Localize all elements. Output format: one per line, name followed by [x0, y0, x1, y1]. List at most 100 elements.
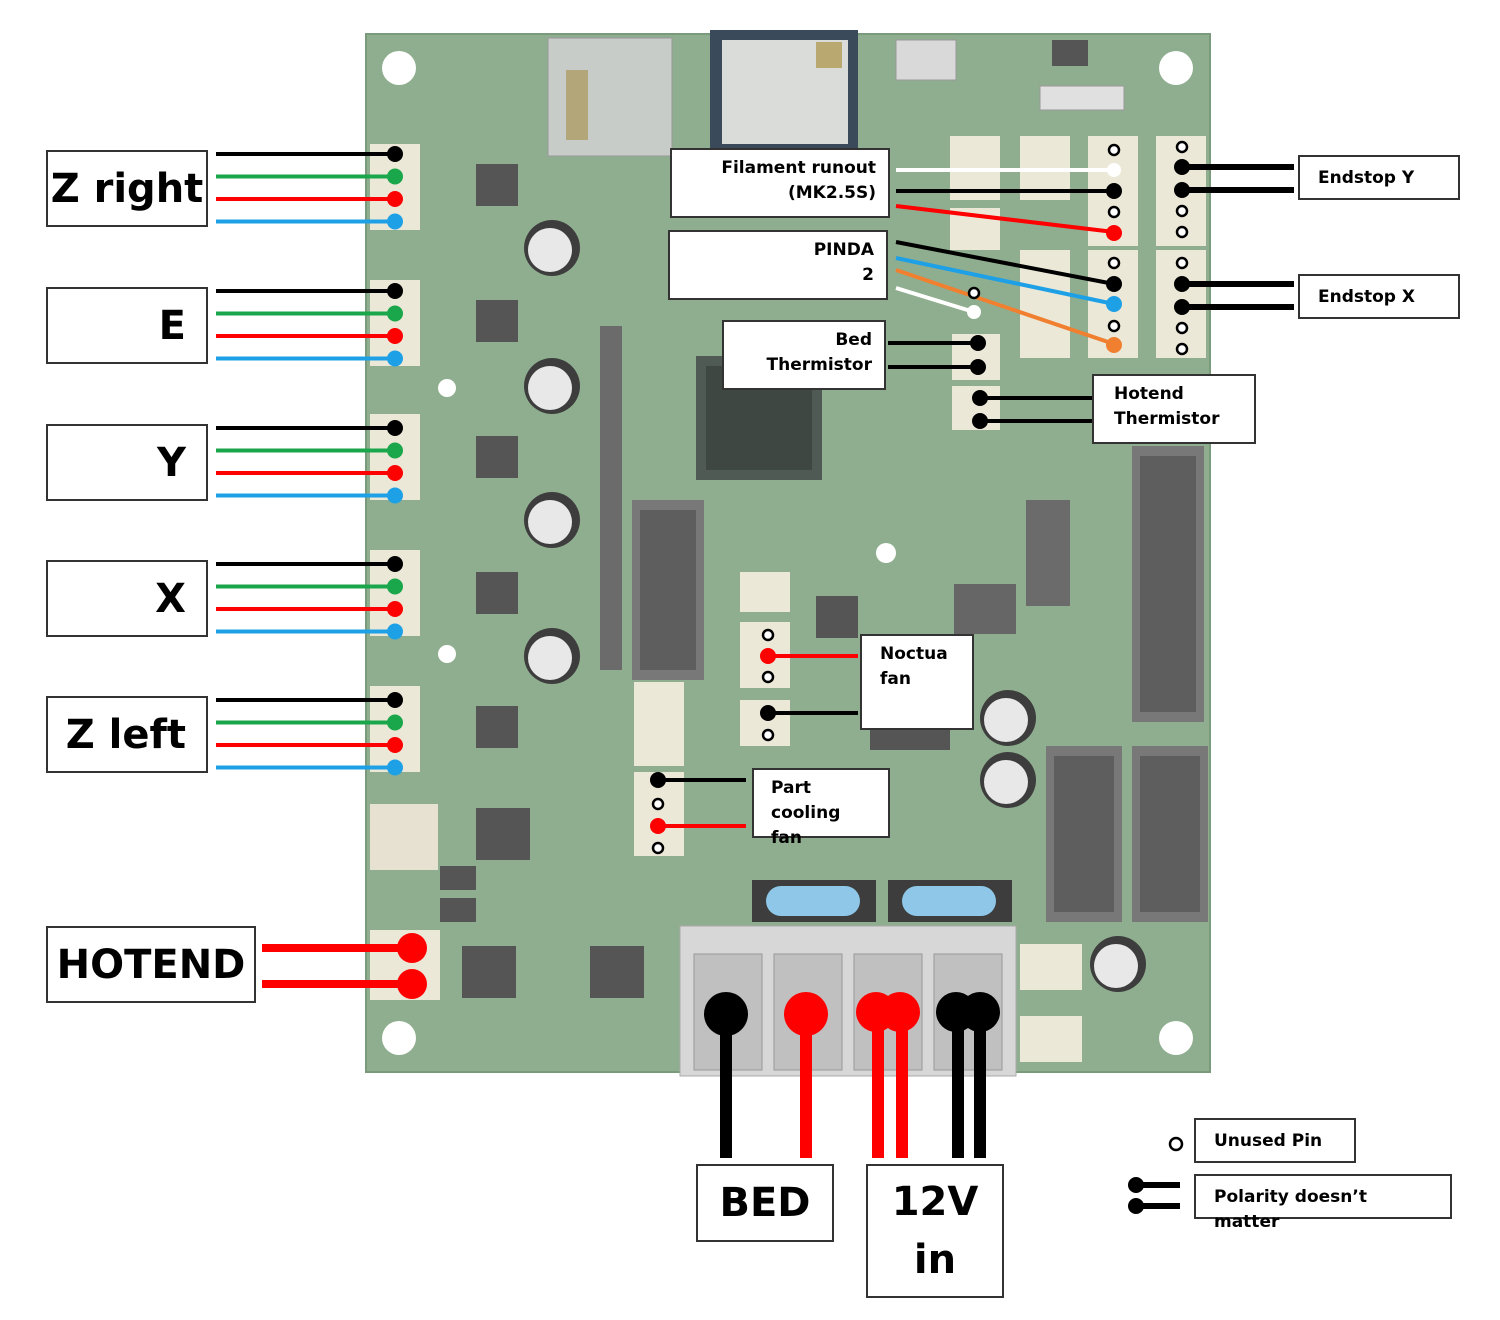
pinda-pin [1106, 337, 1122, 353]
mount-hole [382, 1021, 416, 1055]
label-bed-thermistor: Bed Thermistor [722, 320, 886, 390]
endstop-x-text: Endstop X [1318, 287, 1416, 307]
hotend-thermistor-line2: Thermistor [1114, 409, 1220, 429]
pin-header [600, 326, 622, 670]
unused-pin [1175, 204, 1189, 218]
unused-pin [1175, 256, 1189, 270]
legend-symbols [1128, 1136, 1184, 1214]
label-endstop-x: Endstop X [1298, 274, 1460, 319]
unused-pin [761, 670, 775, 684]
motor-pin [387, 578, 403, 595]
unused-pin [651, 797, 665, 811]
label-12v-in: 12V in [866, 1164, 1004, 1298]
bed-terminal [784, 992, 828, 1036]
legend-polarity: Polarity doesn’t matter [1194, 1174, 1452, 1232]
hotend-pin [397, 969, 427, 999]
label-bed-text: BED [719, 1180, 811, 1226]
filament-runout-line2: (MK2.5S) [788, 183, 876, 203]
motor-pin [387, 146, 403, 162]
pinda-wire [895, 256, 1115, 306]
bed-thermistor-pin [970, 335, 986, 351]
bed-thermistor-line1: Bed [835, 330, 872, 350]
label-hotend-text: HOTEND [56, 941, 246, 988]
label-endstop-y: Endstop Y [1298, 155, 1460, 200]
motor-pin [387, 191, 403, 207]
unused-pin [651, 841, 665, 855]
label-bed: BED [696, 1164, 834, 1242]
filament-pin [1107, 163, 1121, 177]
filament-runout-line1: Filament runout [721, 158, 876, 178]
bed-terminal [704, 992, 748, 1036]
endstop-y-text: Endstop Y [1318, 168, 1415, 188]
pinda-wire [895, 240, 1115, 286]
unused-pin [1107, 143, 1121, 157]
usb-port [895, 39, 957, 81]
unused-pin [761, 728, 775, 742]
motor-pin [387, 623, 403, 640]
motor-pin [387, 328, 403, 344]
unused-pin [1175, 140, 1189, 154]
unused-pin [967, 286, 981, 300]
label-y: Y [46, 424, 208, 501]
motor-pin [387, 442, 403, 459]
bed-thermistor-line2: Thermistor [766, 355, 872, 375]
noctua-fan-line2: fan [880, 669, 911, 689]
power-terminal [880, 992, 920, 1032]
noctua-pin [760, 705, 776, 721]
label-12v-text: 12V [891, 1179, 979, 1225]
label-noctua-fan: Noctua fan [860, 634, 974, 730]
pinda-line2: 2 [862, 265, 874, 285]
label-z-right-text: Z right [50, 165, 204, 212]
motor-pin [387, 759, 403, 776]
hotend-thermistor-pin [972, 413, 988, 429]
pins [387, 140, 1190, 1036]
motor-pin [387, 601, 403, 617]
label-part-cooling-fan: Part cooling fan [752, 768, 890, 848]
motor-pin [387, 420, 403, 436]
label-y-text: Y [157, 439, 186, 486]
pinda-line1: PINDA [813, 240, 874, 260]
unused-pin-icon [1168, 1136, 1184, 1152]
endstop-x-pin [1174, 299, 1190, 315]
legend-unused-pin-text: Unused Pin [1214, 1131, 1323, 1151]
label-in-text: in [913, 1237, 957, 1283]
pinda-pin [967, 305, 981, 319]
pinda-pin [1106, 296, 1122, 312]
label-hotend-thermistor: Hotend Thermistor [1092, 374, 1256, 444]
endstop-x-pin [1174, 276, 1190, 292]
noctua-fan-line1: Noctua [880, 644, 948, 664]
motor-pin [387, 350, 403, 367]
motor-pin [387, 487, 403, 504]
label-z-left-text: Z left [65, 711, 186, 758]
unused-pin [1175, 321, 1189, 335]
motor-pin [387, 465, 403, 481]
part-cooling-fan-line2: cooling fan [771, 803, 841, 848]
filament-pin [1106, 183, 1122, 199]
label-filament-runout: Filament runout (MK2.5S) [670, 148, 890, 218]
unused-pin [1107, 319, 1121, 333]
wires [216, 152, 1294, 1158]
pinda-wire [895, 268, 1115, 346]
hotend-thermistor-line1: Hotend [1114, 384, 1184, 404]
motor-pin [387, 168, 403, 185]
label-x: X [46, 560, 208, 637]
label-z-left: Z left [46, 696, 208, 773]
endstop-y-pin [1174, 182, 1190, 198]
label-pinda: PINDA 2 [668, 230, 888, 300]
unused-pin [1107, 205, 1121, 219]
motor-pin [387, 213, 403, 230]
unused-pin [1175, 342, 1189, 356]
power-terminal [960, 992, 1000, 1032]
noctua-pin [760, 648, 776, 664]
bed-thermistor-pin [970, 359, 986, 375]
motor-pin [387, 714, 403, 731]
unused-pin [761, 628, 775, 642]
motor-pin [387, 737, 403, 753]
hotend-thermistor-pin [972, 390, 988, 406]
legend-unused-pin: Unused Pin [1194, 1118, 1356, 1163]
motor-pin [387, 692, 403, 708]
endstop-y-pin [1174, 159, 1190, 175]
pinda-wire [895, 286, 975, 314]
label-hotend: HOTEND [46, 926, 256, 1003]
pinda-pin [1106, 276, 1122, 292]
